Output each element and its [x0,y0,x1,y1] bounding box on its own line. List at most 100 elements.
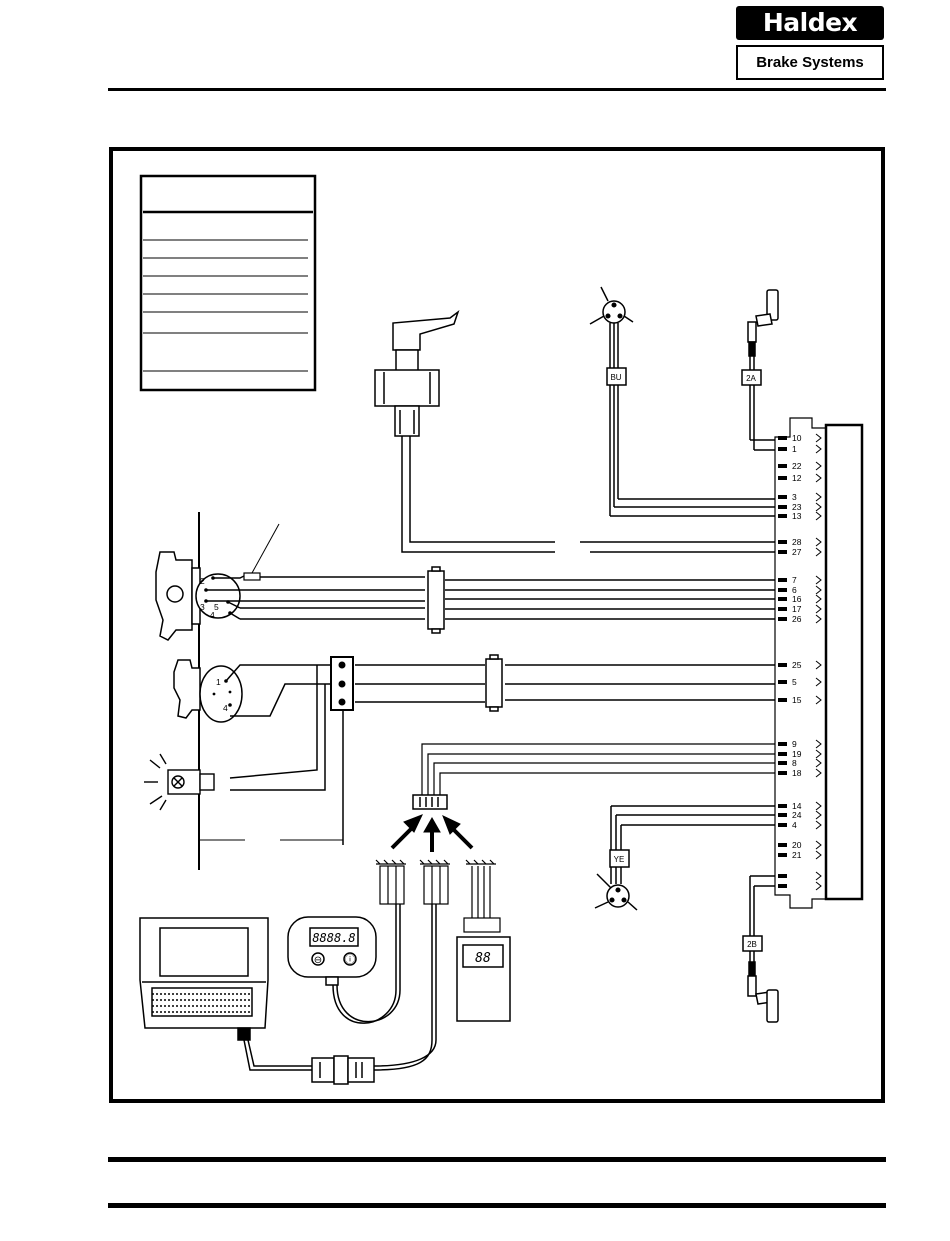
ecu-pin-chevron [816,678,821,686]
handheld-meter [288,904,400,1023]
tag-bu: BU [610,373,621,382]
ecu-pin-terminal [778,874,787,878]
ecu-pin-chevron [816,445,821,453]
ecu-pin-chevron [816,750,821,758]
ecu-pin-terminal [778,884,787,888]
ecu-pin-terminal [778,617,787,621]
pressure-switch [375,312,458,436]
ecu-pin-chevron [816,872,821,880]
ecu-pin-chevron [816,696,821,704]
ecu-pin-label: 22 [792,461,802,471]
ecu-pin-terminal [778,843,787,847]
ecu-pin-terminal [778,698,787,702]
ecu-pin-label: 8 [792,758,797,768]
socket-pin-5: 5 [214,602,219,612]
ecu-pin-terminal [778,495,787,499]
ecu-pin-chevron [816,811,821,819]
ecu-pin-chevron [816,434,821,442]
ecu-pin-terminal [778,578,787,582]
ecu-pin-terminal [778,804,787,808]
ecu-pin-terminal [778,663,787,667]
ecu-pin-chevron [816,576,821,584]
ecu-pin-terminal [778,550,787,554]
ecu-pin-terminal [778,771,787,775]
socket-pin-3: 3 [200,602,205,612]
ecu-pin-chevron [816,474,821,482]
lamp-socket-pin-4: 4 [223,703,228,713]
ecu-pin-terminal [778,447,787,451]
ecu-pin-terminal [778,540,787,544]
legend-table [141,176,315,390]
relay-block [331,657,353,710]
ecu-pin-chevron [816,493,821,501]
ecu-pin-group: 1012212323132827761617262551591981814244… [778,433,821,890]
ecu-pin-terminal [778,464,787,468]
ecu-pin-terminal [778,813,787,817]
meter-minus-icon: ⊖ [314,955,322,966]
ecu-pin-chevron [816,841,821,849]
switch-wires [402,436,775,552]
ecu-pin-label: 3 [792,492,797,502]
ecu-pin-label: 28 [792,537,802,547]
meter-display-text: 8888.8 [312,931,355,945]
lamp-socket-pin-1: 1 [216,677,221,687]
socket-pin-4: 4 [210,610,215,620]
ecu-pin-label: 27 [792,547,802,557]
ecu-pin-terminal [778,476,787,480]
meter-info-icon: ⓘ [345,954,355,966]
diagnostic-connector [413,795,447,809]
ecu-pin-label: 24 [792,810,802,820]
ecu-pin-terminal [778,588,787,592]
ecu-pin-chevron [816,605,821,613]
socket-pin-2: 2 [200,576,205,586]
ecu-pin-terminal [778,752,787,756]
ecu-pin-label: 5 [792,677,797,687]
laptop-icon [140,918,268,1040]
ecu-pin-label: 21 [792,850,802,860]
ecu-pin-chevron [816,851,821,859]
ecu-pin-terminal [778,505,787,509]
ecu-pin-label: 17 [792,604,802,614]
ecu-pin-chevron [816,548,821,556]
ecu-pin-terminal [778,514,787,518]
ecu-pin-terminal [778,823,787,827]
ecu-pin-terminal [778,607,787,611]
ecu-pin-terminal [778,597,787,601]
ecu-pin-chevron [816,821,821,829]
ecu-pin-terminal [778,742,787,746]
ecu-pin-label: 20 [792,840,802,850]
tool-plugs [376,860,500,932]
ecu-pin-terminal [778,436,787,440]
ecu-pin-chevron [816,882,821,890]
ecu-pin-chevron [816,538,821,546]
ecu-pin-chevron [816,661,821,669]
ecu-pin-label: 25 [792,660,802,670]
ecu-pin-chevron [816,759,821,767]
ecu-pin-label: 16 [792,594,802,604]
ecu-pin-label: 9 [792,739,797,749]
fuse-leader [252,524,279,573]
ecu-pin-label: 10 [792,433,802,443]
ecu-pin-terminal [778,761,787,765]
arrows [392,815,472,852]
code-display-unit [457,937,510,1021]
socket-harness [206,576,775,619]
inline-fuse [244,573,260,580]
ecu-pin-label: 26 [792,614,802,624]
lamp-socket [174,660,242,722]
ecu-pin-label: 12 [792,473,802,483]
ecu-pin-label: 13 [792,511,802,521]
ecu-pin-terminal [778,680,787,684]
ecu-pin-label: 1 [792,444,797,454]
ecu-pin-chevron [816,586,821,594]
ecu-pin-label: 4 [792,820,797,830]
warning-lamp [144,754,214,810]
ecu-pin-chevron [816,595,821,603]
ecu-pin-chevron [816,769,821,777]
serial-connector [312,1056,374,1084]
wheel-sensor-2b [743,876,778,1022]
ecu-pin-chevron [816,512,821,520]
ecu-pin-chevron [816,802,821,810]
ecu-pin-terminal [778,853,787,857]
